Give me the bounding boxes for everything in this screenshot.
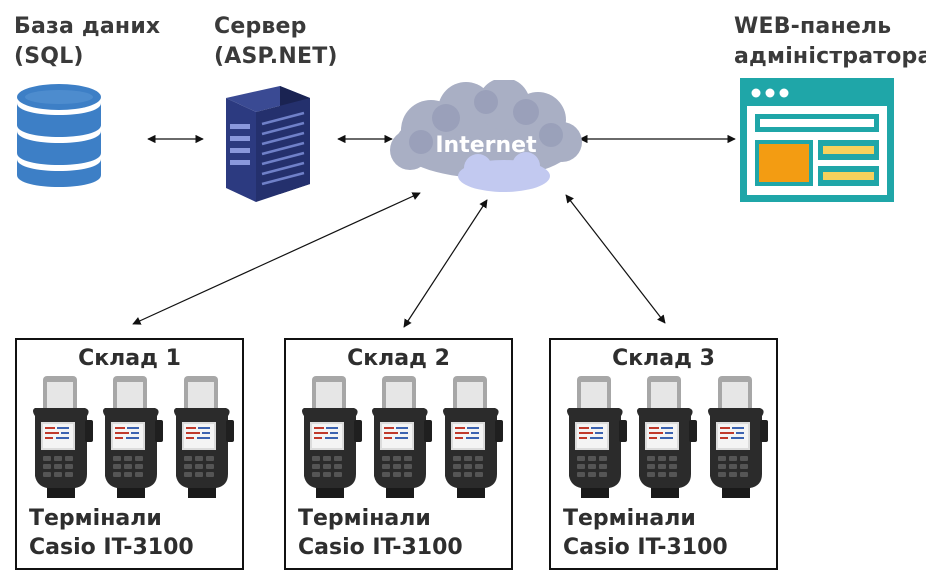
- caption-line-2: Casio IT-3100: [298, 535, 463, 560]
- database-title: База даних: [14, 14, 161, 39]
- warehouse-caption: Термінали Casio IT-3100: [563, 504, 728, 562]
- admin-panel-subtitle: адміністратора: [734, 44, 926, 69]
- server-subtitle: (ASP.NET): [214, 44, 338, 69]
- caption-line-2: Casio IT-3100: [563, 535, 728, 560]
- caption-line-2: Casio IT-3100: [29, 535, 194, 560]
- handheld-terminal-icon: [33, 376, 93, 498]
- warehouse-title: Склад 3: [612, 346, 715, 371]
- admin-panel-label: WEB-панель адміністратора: [734, 12, 926, 72]
- handheld-terminal-icon: [302, 376, 362, 498]
- server-tower-icon: [218, 84, 318, 208]
- caption-line-1: Термінали: [29, 506, 162, 531]
- browser-window-icon: [740, 78, 894, 206]
- handheld-terminal-icon: [372, 376, 432, 498]
- handheld-terminal-icon: [708, 376, 768, 498]
- warehouse-box-1: Склад 1 Термінали Casio IT-3100: [15, 338, 244, 570]
- database-subtitle: (SQL): [14, 44, 84, 69]
- warehouse-box-2: Склад 2 Термінали Casio IT-3100: [284, 338, 513, 570]
- warehouse-caption: Термінали Casio IT-3100: [298, 504, 463, 562]
- handheld-terminal-icon: [567, 376, 627, 498]
- arrow-internet-warehouse-2: [403, 199, 488, 328]
- handheld-terminal-icon: [174, 376, 234, 498]
- handheld-terminal-icon: [637, 376, 697, 498]
- warehouse-title: Склад 2: [347, 346, 450, 371]
- warehouse-title: Склад 1: [78, 346, 181, 371]
- database-label: База даних (SQL): [14, 12, 160, 72]
- warehouse-caption: Термінали Casio IT-3100: [29, 504, 194, 562]
- internet-label: Internet: [435, 133, 537, 158]
- database-icon: [16, 83, 102, 193]
- caption-line-1: Термінали: [563, 506, 696, 531]
- caption-line-1: Термінали: [298, 506, 431, 531]
- warehouse-box-3: Склад 3 Термінали Casio IT-3100: [549, 338, 778, 570]
- handheld-terminal-icon: [103, 376, 163, 498]
- server-label: Сервер (ASP.NET): [214, 12, 338, 72]
- server-title: Сервер: [214, 14, 307, 39]
- cloud-icon: Internet: [386, 78, 586, 202]
- arrow-internet-warehouse-1: [132, 192, 421, 325]
- admin-panel-title: WEB-панель: [734, 14, 892, 39]
- handheld-terminal-icon: [443, 376, 503, 498]
- arrow-internet-warehouse-3: [565, 194, 666, 324]
